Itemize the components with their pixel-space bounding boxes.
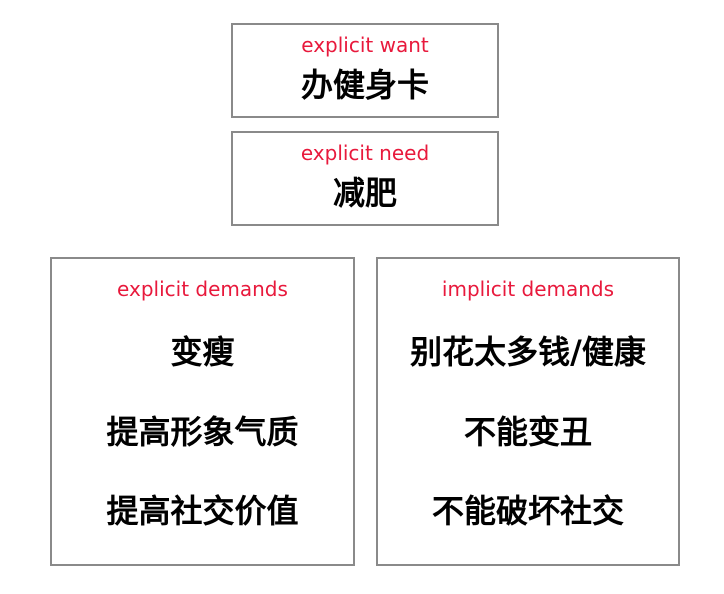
implicit-demand-item: 别花太多钱/健康 — [410, 333, 646, 371]
explicit-demand-item: 变瘦 — [170, 333, 235, 371]
explicit-demand-item: 提高形象气质 — [106, 413, 299, 451]
implicit-demands-label: implicit demands — [441, 277, 615, 301]
explicit-need-label: explicit need — [300, 141, 430, 165]
explicit-want-value: 办健身卡 — [300, 66, 429, 104]
explicit-need-box: explicit need 减肥 — [231, 131, 499, 226]
explicit-demand-item: 提高社交价值 — [106, 492, 299, 530]
explicit-want-label: explicit want — [301, 33, 429, 57]
explicit-demands-box: explicit demands 变瘦 提高形象气质 提高社交价值 — [50, 257, 355, 566]
explicit-need-value: 减肥 — [332, 174, 397, 212]
implicit-demands-box: implicit demands 别花太多钱/健康 不能变丑 不能破坏社交 — [376, 257, 680, 566]
explicit-demands-label: explicit demands — [117, 277, 288, 301]
explicit-want-box: explicit want 办健身卡 — [231, 23, 499, 118]
implicit-demand-item: 不能变丑 — [463, 413, 592, 451]
implicit-demand-item: 不能破坏社交 — [431, 492, 624, 530]
